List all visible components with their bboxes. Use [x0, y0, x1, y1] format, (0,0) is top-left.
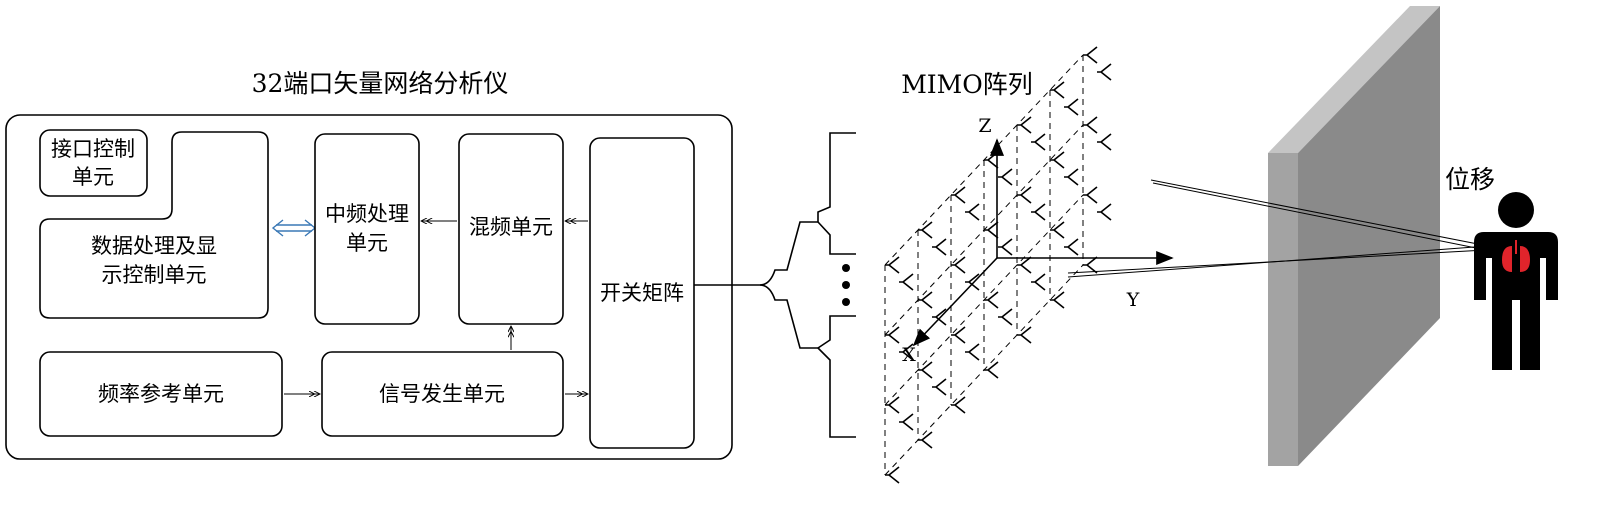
- antenna-element: [1017, 256, 1032, 274]
- antenna-element: [1064, 168, 1079, 186]
- internal-arrows: [284, 221, 588, 394]
- antenna-element: [965, 343, 980, 361]
- axis-z-label: Z: [978, 115, 991, 137]
- interface-control-label-1: 接口控制: [51, 137, 135, 161]
- switch-matrix-box: [589, 137, 695, 449]
- mimo-title: MIMO阵列: [901, 70, 1033, 99]
- mixer-box: [458, 133, 564, 325]
- antenna-element: [998, 238, 1013, 256]
- antenna-element: [899, 413, 914, 431]
- vna-title: 32端口矢量网络分析仪: [252, 69, 509, 98]
- if-processing-label-1: 中频处理: [325, 202, 409, 226]
- antenna-element: [965, 203, 980, 221]
- antenna-element: [951, 256, 966, 274]
- antenna-element: [1097, 133, 1112, 151]
- data-processing-label-2: 示控制单元: [102, 263, 207, 287]
- antenna-element: [932, 238, 947, 256]
- antenna-element: [885, 326, 900, 344]
- antenna-element: [998, 308, 1013, 326]
- antenna-element: [951, 396, 966, 414]
- mixer-label: 混频单元: [469, 215, 553, 239]
- antenna-element: [885, 256, 900, 274]
- antenna-element: [1031, 133, 1046, 151]
- antenna-element: [899, 273, 914, 291]
- antenna-element: [918, 291, 933, 309]
- antenna-element: [1064, 98, 1079, 116]
- axis-x-label: X: [902, 344, 916, 366]
- antenna-element: [885, 466, 900, 484]
- feed-network: [694, 132, 856, 438]
- radar-beams: [1067, 179, 1489, 278]
- antenna-element: [984, 291, 999, 309]
- signal-generator-label: 信号发生单元: [379, 382, 505, 406]
- mimo-antennas: [885, 46, 1112, 484]
- interface-control-label-2: 单元: [72, 165, 114, 189]
- displacement-label: 位移: [1445, 165, 1495, 194]
- antenna-element: [1050, 81, 1065, 99]
- antenna-element: [1017, 186, 1032, 204]
- antenna-element: [1017, 326, 1032, 344]
- data-processing-label-1: 数据处理及显: [91, 234, 217, 258]
- antenna-element: [984, 221, 999, 239]
- antenna-element: [1031, 203, 1046, 221]
- switch-matrix-label: 开关矩阵: [600, 281, 684, 305]
- antenna-element: [1050, 291, 1065, 309]
- antenna-element: [1050, 221, 1065, 239]
- antenna-element: [932, 378, 947, 396]
- antenna-element: [1050, 151, 1065, 169]
- antenna-element: [951, 326, 966, 344]
- antenna-element: [1083, 46, 1098, 64]
- antenna-element: [1083, 256, 1098, 274]
- antenna-element: [1083, 116, 1098, 134]
- coordinate-axes: [912, 138, 1174, 347]
- interface-control-box: [39, 129, 148, 197]
- antenna-element: [951, 186, 966, 204]
- antenna-element: [932, 308, 947, 326]
- freq-reference-label: 频率参考单元: [98, 382, 224, 406]
- wall: [1268, 6, 1440, 466]
- lungs-icon: [1502, 240, 1530, 272]
- antenna-element: [998, 168, 1013, 186]
- antenna-element: [885, 396, 900, 414]
- antenna-element: [965, 273, 980, 291]
- antenna-element: [1031, 273, 1046, 291]
- freq-reference-box: [39, 351, 283, 437]
- antenna-element: [918, 361, 933, 379]
- antenna-element: [984, 361, 999, 379]
- signal-generator-box: [321, 351, 564, 437]
- antenna-element: [1083, 186, 1098, 204]
- antenna-element: [1097, 63, 1112, 81]
- data-processing-box: [39, 131, 269, 319]
- antenna-element: [918, 221, 933, 239]
- axis-y-label: Y: [1126, 289, 1140, 311]
- antenna-element: [1064, 238, 1079, 256]
- antenna-element: [918, 431, 933, 449]
- if-processing-box: [314, 133, 420, 325]
- antenna-element: [984, 151, 999, 169]
- if-processing-label-2: 单元: [346, 231, 388, 255]
- antenna-element: [1097, 203, 1112, 221]
- person-icon: [1474, 192, 1558, 370]
- antenna-element: [1017, 116, 1032, 134]
- antenna-element: [899, 343, 914, 361]
